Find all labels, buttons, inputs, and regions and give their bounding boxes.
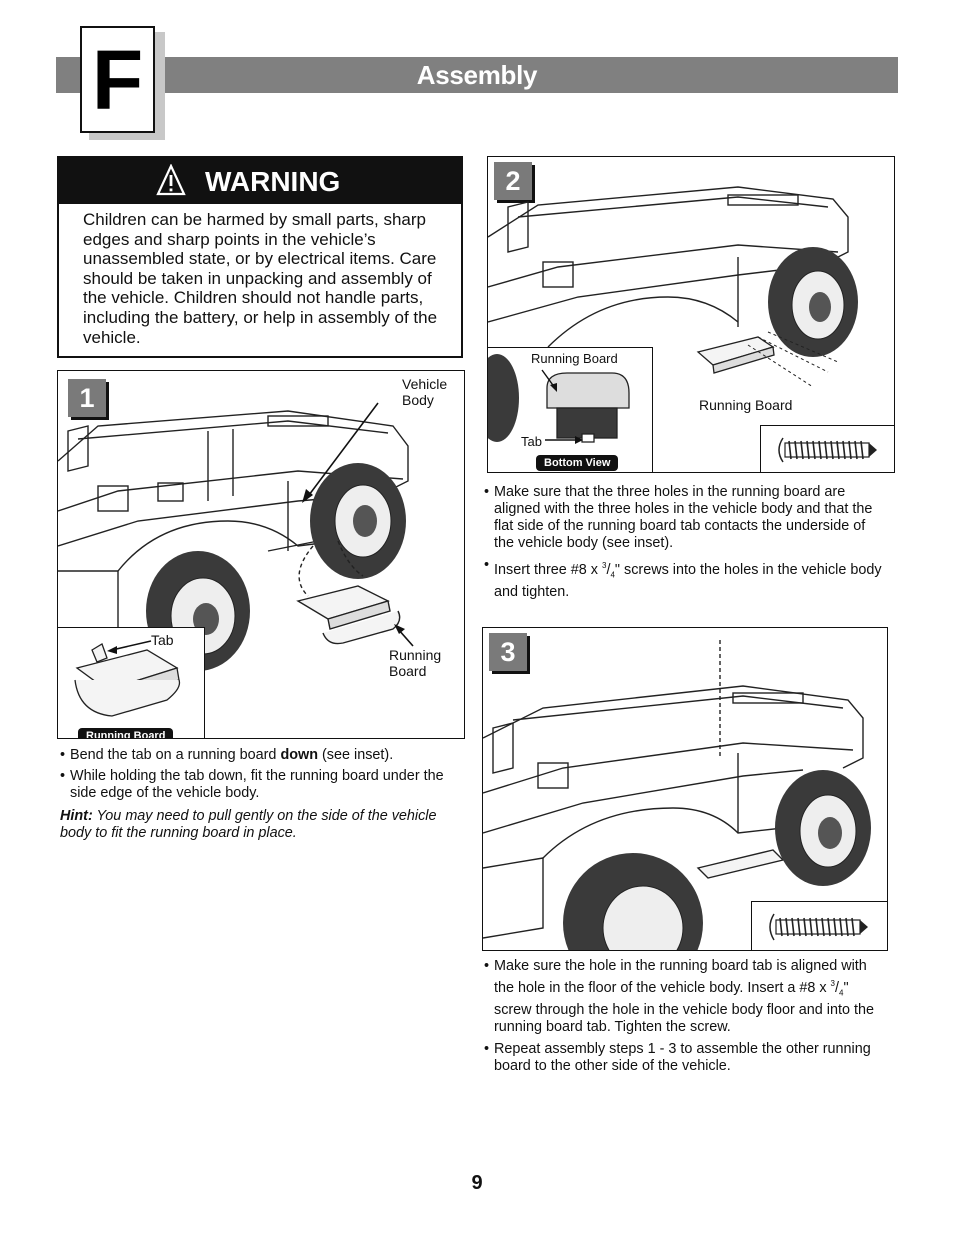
step2-instructions: Make sure that the three holes in the ru… <box>484 484 889 606</box>
step3-figure: 3 <box>482 627 888 951</box>
running-board-inset-illustration <box>74 640 181 717</box>
step1-figure: 1 <box>57 370 465 739</box>
screw-icon <box>778 437 877 463</box>
step1-bullet-1: Bend the tab on a running board down (se… <box>60 747 460 764</box>
step2-badge: 2 <box>494 162 532 200</box>
step1-badge: 1 <box>68 379 106 417</box>
vehicle-body-label: Vehicle Body <box>402 376 448 408</box>
warning-text: Children can be harmed by small parts, s… <box>83 210 438 347</box>
step1-instructions: Bend the tab on a running board down (se… <box>60 747 460 806</box>
section-letter-box: F <box>80 26 155 133</box>
vehicle-illustration <box>58 402 414 671</box>
screw-inset-step3 <box>751 901 887 950</box>
bottom-view-caption: Bottom View <box>536 455 619 471</box>
inset-tab-label: Tab <box>151 632 174 648</box>
warning-box: WARNING Children can be harmed by small … <box>57 156 463 358</box>
warning-header: WARNING <box>59 158 461 204</box>
step3-badge: 3 <box>489 633 527 671</box>
step2-inset: Running Board Tab Bottom View <box>488 347 653 472</box>
step2-bullet-1: Make sure that the three holes in the ru… <box>484 484 889 552</box>
section-header-bar: Assembly <box>56 57 898 93</box>
running-board-label: Running Board <box>389 647 442 679</box>
step1-inset: Tab Running Board <box>58 627 205 738</box>
step2-figure: 2 Running Board <box>487 156 895 473</box>
page-number: 9 <box>471 1172 483 1194</box>
section-letter: F <box>91 33 144 127</box>
inset-running-board-label: Running Board <box>531 351 618 366</box>
screw-inset-step2 <box>760 425 894 472</box>
step2-bullet-2: Insert three #8 x 3/4" screws into the h… <box>484 557 889 601</box>
warning-title: WARNING <box>205 166 341 197</box>
inset-tab-label-step2: Tab <box>521 434 542 449</box>
vehicle-illustration-step2 <box>488 186 858 388</box>
inset-caption: Running Board <box>78 728 174 738</box>
step3-instructions: Make sure the hole in the running board … <box>484 958 889 1080</box>
step3-bullet-2: Repeat assembly steps 1 - 3 to assemble … <box>484 1041 889 1075</box>
rear-wheel <box>310 463 406 579</box>
step3-bullet-1: Make sure the hole in the running board … <box>484 958 889 1036</box>
step2-running-board-label: Running Board <box>699 397 793 413</box>
vehicle-illustration-step3 <box>483 640 871 950</box>
screw-icon <box>769 913 868 941</box>
page-title: Assembly <box>416 60 538 90</box>
bottom-view-illustration <box>488 354 630 444</box>
step1-hint: Hint: You may need to pull gently on the… <box>60 808 437 841</box>
warning-triangle-icon <box>156 164 186 196</box>
step1-bullet-2: While holding the tab down, fit the runn… <box>60 768 460 802</box>
